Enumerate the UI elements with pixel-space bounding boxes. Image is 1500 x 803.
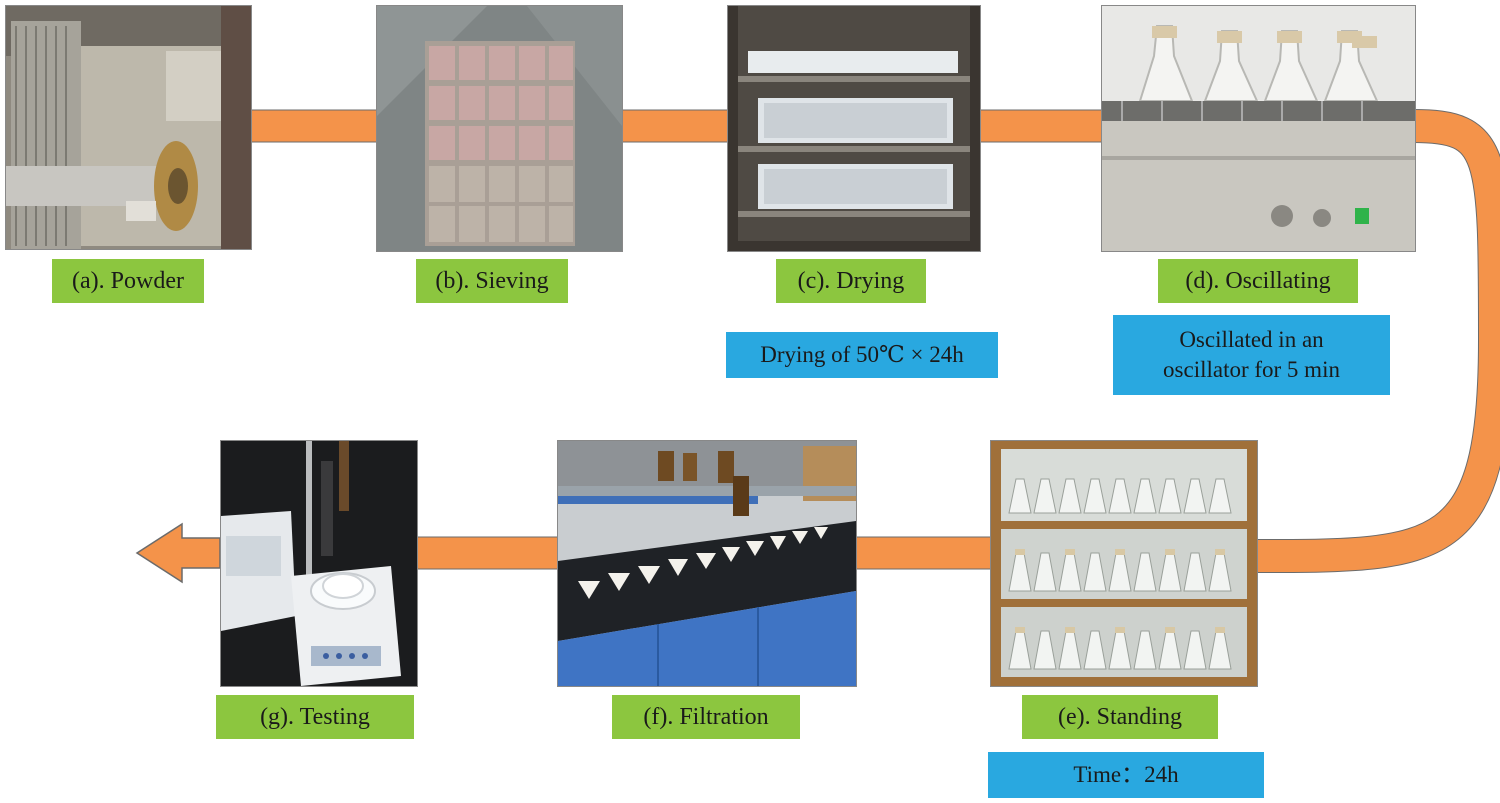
note-oscillating-condition: Oscillated in an oscillator for 5 min: [1113, 315, 1390, 395]
note-standing-text: Time：24h: [1073, 762, 1179, 787]
photo-powder: [5, 5, 252, 250]
photo-testing: [220, 440, 418, 687]
connector-e-f: [854, 536, 992, 570]
step-label-oscillating: (d). Oscillating: [1158, 259, 1358, 303]
step-label-testing: (g). Testing: [216, 695, 414, 739]
note-drying-condition: Drying of 50℃ × 24h: [726, 332, 998, 378]
note-oscillating-line1: Oscillated in an: [1179, 327, 1324, 352]
step-label-sieving: (b). Sieving: [416, 259, 568, 303]
photo-filtration: [557, 440, 857, 687]
output-arrow: [135, 522, 221, 584]
connector-b-c: [618, 109, 730, 143]
connector-a-b: [249, 109, 379, 143]
photo-drying: [727, 5, 981, 252]
step-label-powder: (a). Powder: [52, 259, 204, 303]
photo-standing: [990, 440, 1258, 687]
note-drying-text: Drying of 50℃ × 24h: [760, 342, 964, 367]
connector-c-d: [979, 109, 1103, 143]
step-label-standing: (e). Standing: [1022, 695, 1218, 739]
step-label-filtration: (f). Filtration: [612, 695, 800, 739]
note-oscillating-line2: oscillator for 5 min: [1163, 357, 1340, 382]
photo-oscillating: [1101, 5, 1416, 252]
photo-sieving: [376, 5, 623, 252]
connector-f-g: [413, 536, 559, 570]
note-standing-time: Time：24h: [988, 752, 1264, 798]
step-label-drying: (c). Drying: [776, 259, 926, 303]
